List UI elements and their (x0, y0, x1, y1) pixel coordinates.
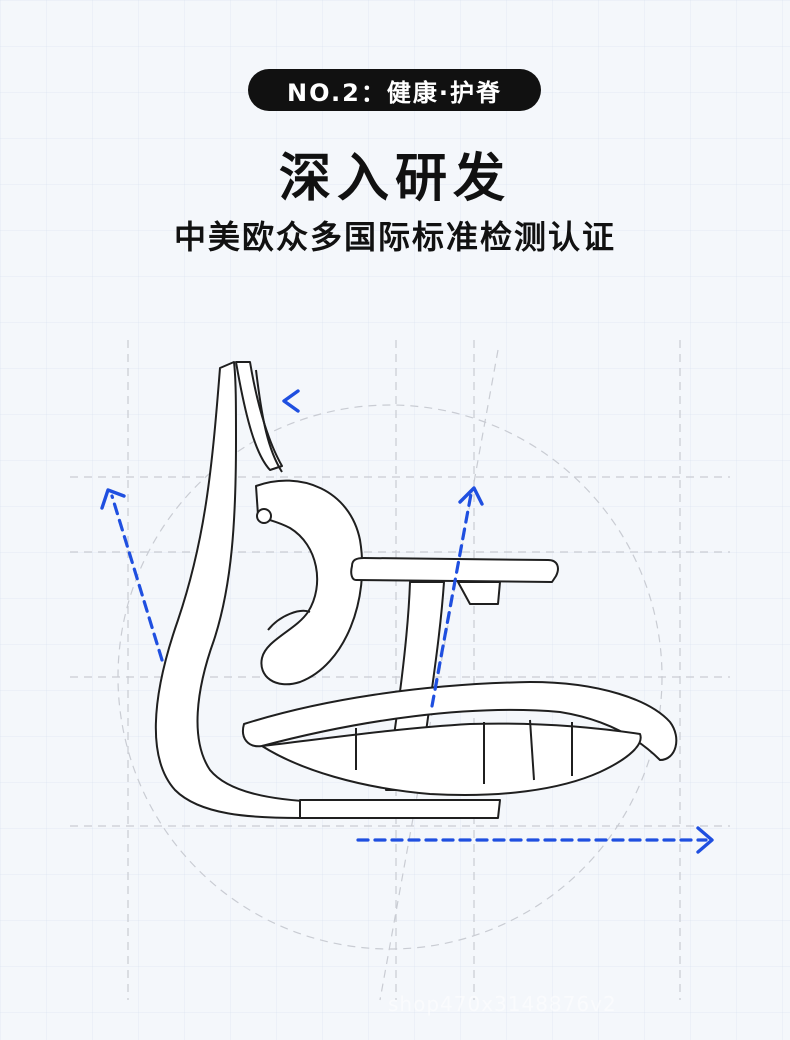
guide-lines (70, 340, 730, 1001)
page-title: 深入研发 (278, 149, 511, 209)
backrest (154, 361, 321, 819)
seat-base (261, 722, 642, 796)
watermark: shop470x3148876v2 (388, 992, 617, 1016)
seat (242, 681, 678, 761)
arrow-up-left-line (110, 494, 164, 662)
arrow-up-left-icon (100, 488, 126, 510)
chair-outline (154, 361, 678, 819)
arrow-left-icon (282, 389, 300, 413)
adjustment-arrows (110, 399, 708, 842)
arrow-right-icon (696, 826, 714, 854)
guide-circle (117, 404, 663, 950)
feature-badge: NO.2：健康·护脊 (248, 69, 541, 111)
armrest-pad (350, 557, 559, 583)
base-plate (299, 799, 501, 819)
badge-label: NO.2：健康·护脊 (287, 78, 502, 107)
arrow-up-line (430, 492, 473, 708)
page-subtitle: 中美欧众多国际标准检测认证 (173, 218, 616, 256)
arrow-up-icon (458, 486, 484, 506)
lumbar-support (255, 479, 364, 686)
